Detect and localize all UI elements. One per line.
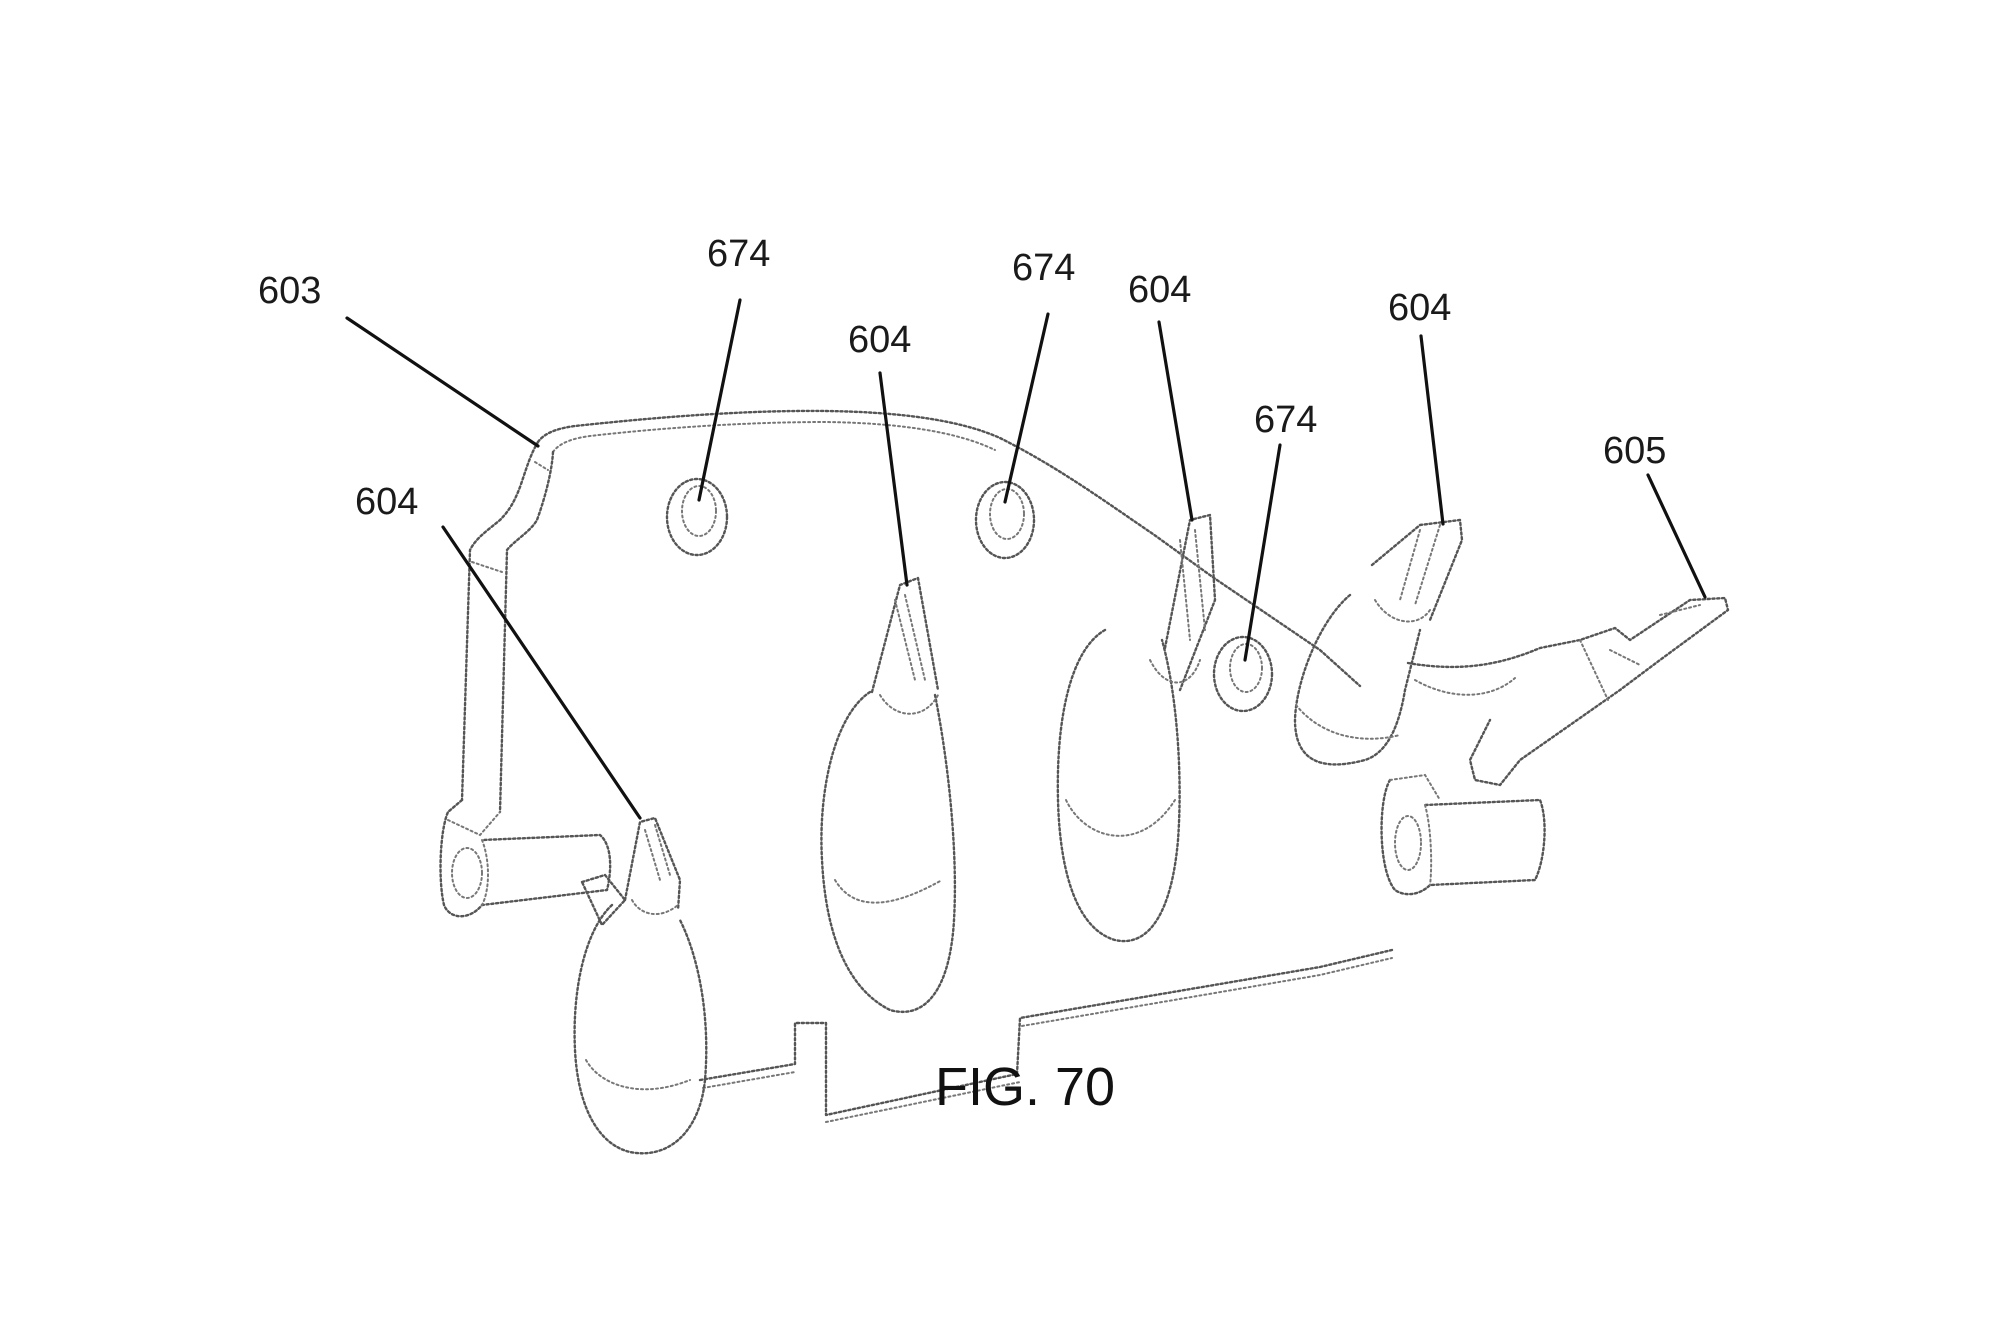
hole-674-a xyxy=(665,477,729,557)
leader-604-center-left xyxy=(878,371,909,587)
label-674-a: 674 xyxy=(707,233,770,275)
label-604-right: 604 xyxy=(1388,287,1451,329)
left-mounting-lug xyxy=(439,798,612,918)
label-603: 603 xyxy=(258,270,321,312)
leader-674-b xyxy=(1003,312,1050,504)
leader-605 xyxy=(1646,473,1707,599)
plate-top-edge xyxy=(536,409,1362,688)
nozzle-604-3 xyxy=(1056,513,1217,943)
label-604-left: 604 xyxy=(355,481,418,523)
label-605: 605 xyxy=(1603,430,1666,472)
leader-lines xyxy=(345,298,1707,820)
plate-bottom-edge-inner xyxy=(702,957,1393,1123)
label-674-c: 674 xyxy=(1254,399,1317,441)
label-604-center-right: 604 xyxy=(1128,269,1191,311)
right-mounting-lug xyxy=(1380,773,1546,896)
leader-674-c xyxy=(1243,443,1282,662)
leader-604-left xyxy=(441,525,642,820)
left-arm-outer xyxy=(460,440,540,802)
leader-603 xyxy=(345,316,540,448)
plate-top-inner-edge xyxy=(552,420,996,453)
figure-caption: FIG. 70 xyxy=(935,1057,1115,1117)
end-nozzle-605 xyxy=(1406,596,1730,787)
hole-674-c xyxy=(1212,635,1274,713)
nozzle-604-4 xyxy=(1293,518,1464,766)
leader-604-right xyxy=(1419,334,1445,526)
plate-bottom-edge xyxy=(698,948,1394,1117)
label-604-center-left: 604 xyxy=(848,319,911,361)
leader-674-a xyxy=(697,298,742,502)
frame-plate xyxy=(460,409,1394,1123)
left-arm-crease-2 xyxy=(471,561,503,573)
nozzle-604-1 xyxy=(573,816,708,1155)
label-674-b: 674 xyxy=(1012,247,1075,289)
hole-674-b xyxy=(974,480,1036,560)
reference-numerals: 603 674 604 674 604 674 604 605 604 xyxy=(258,233,1666,523)
leader-604-center-right xyxy=(1157,320,1194,522)
nozzle-604-2 xyxy=(820,576,957,1013)
left-arm-inner xyxy=(498,450,555,814)
left-arm-crease-1 xyxy=(534,461,549,471)
